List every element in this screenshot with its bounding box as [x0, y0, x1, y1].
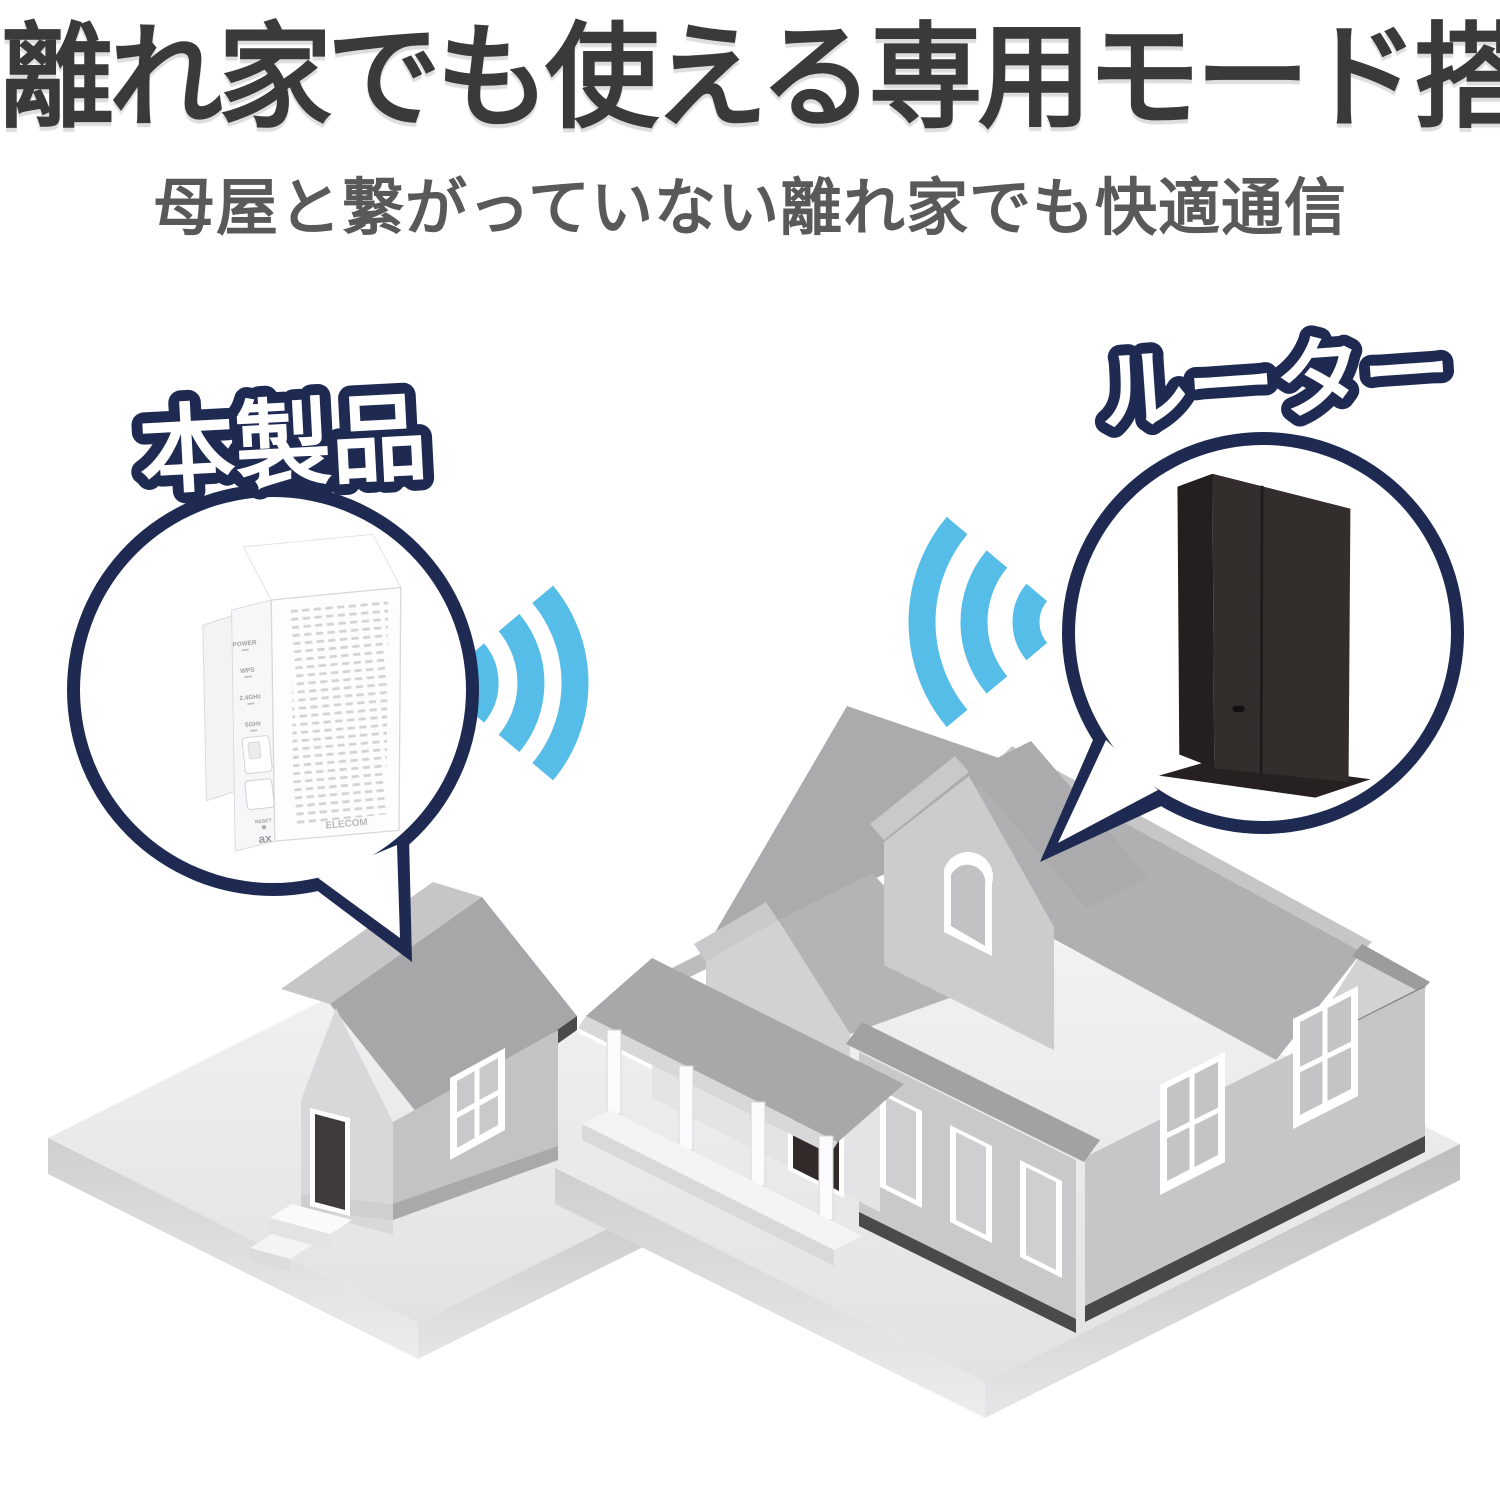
- porch-column: [750, 1101, 766, 1187]
- extender-vents: [291, 600, 389, 825]
- main-lower-wall: [859, 1052, 1076, 1333]
- main-tall-window-2: [950, 1125, 992, 1243]
- extender-device: POWER WPS 2.4GHz 5GHz RESET ax ELECOM: [202, 533, 402, 852]
- main-rear-roof: [700, 706, 1005, 958]
- platform-right-side2: [985, 1144, 1460, 1418]
- extender-ax-logo: ax: [258, 832, 273, 846]
- extender-brand-logo: ELECOM: [325, 817, 368, 832]
- extender-panel-labels: POWER WPS 2.4GHz 5GHz RESET ax: [232, 639, 275, 846]
- detached-side-plinth: [393, 1146, 558, 1220]
- extender-label-reset: RESET: [255, 818, 272, 826]
- main-house: [578, 706, 1430, 1333]
- main-arched-window: [944, 852, 993, 956]
- detached-door: [310, 1108, 350, 1216]
- router-led: [1232, 705, 1245, 713]
- porch-floor-side: [582, 1124, 834, 1266]
- router-device: [1159, 473, 1371, 798]
- wifi-waves-right-icon: [908, 516, 1048, 728]
- porch-column: [678, 1065, 694, 1151]
- callout-router: [1040, 432, 1464, 862]
- porch-fascia: [578, 1016, 838, 1154]
- main-tall-window-3: [1020, 1160, 1062, 1278]
- detached-steps: [250, 1204, 352, 1272]
- extender-label-power: POWER: [232, 639, 257, 648]
- detached-house: [250, 882, 577, 1272]
- porch-column: [606, 1029, 622, 1115]
- extender-label-24ghz: 2.4GHz: [239, 693, 261, 702]
- extender-label-5ghz: 5GHz: [245, 720, 262, 729]
- detached-roof-back-slope: [281, 882, 482, 1004]
- wifi-waves-left-icon: [463, 585, 589, 781]
- page-subtitle: 母屋と繋がっていない離れ家でも快適通信: [153, 174, 1347, 244]
- porch-columns: [606, 1029, 834, 1221]
- main-skirt-roof: [846, 1022, 1100, 1162]
- platform-right-side: [555, 1168, 985, 1418]
- platform-left-side: [48, 1138, 418, 1359]
- main-porch: [578, 958, 904, 1266]
- main-right-window-1: [1160, 1052, 1225, 1195]
- main-right-wall: [1085, 986, 1425, 1322]
- extender-wps-button: [244, 778, 275, 810]
- page-title: 離れ家でも使える専用モード搭載: [0, 15, 1500, 142]
- porch-column: [818, 1135, 834, 1221]
- router-side: [1177, 473, 1215, 769]
- header: 離れ家でも使える専用モード搭載 母屋と繋がっていない離れ家でも快適通信: [0, 16, 1500, 247]
- porch-floor: [582, 1110, 862, 1250]
- router-callout-label: ルーター: [1096, 320, 1454, 443]
- detached-roof-main-slope: [330, 897, 577, 1123]
- extender-callout-label: 本製品: [136, 385, 429, 507]
- callout-extender: POWER WPS 2.4GHz 5GHz RESET ax ELECOM: [67, 484, 479, 962]
- porch-roof: [586, 958, 904, 1142]
- router-stand: [1159, 759, 1371, 798]
- callout-extender-tail: [318, 845, 400, 938]
- router-front: [1212, 473, 1351, 783]
- main-tall-window-1: [880, 1090, 922, 1208]
- main-right-window-2: [1293, 986, 1358, 1129]
- callout-router-tail: [1058, 740, 1158, 843]
- detached-window: [450, 1048, 505, 1160]
- extender-label-wps: WPS: [240, 667, 255, 675]
